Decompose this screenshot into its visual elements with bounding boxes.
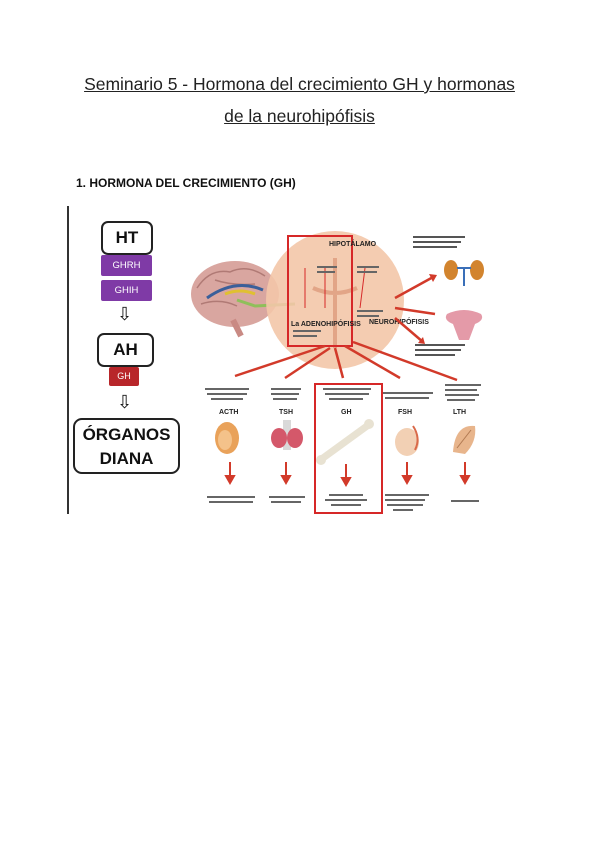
hormone-labels: ACTH TSH GH FSH LTH: [219, 409, 466, 416]
bone-illustration: [316, 419, 374, 465]
ah-box: AH: [97, 333, 154, 367]
hormone-label-lth: LTH: [453, 409, 466, 416]
hormone-label-gh: GH: [341, 409, 352, 416]
testis-illustration: [395, 425, 419, 456]
brain-illustration: [191, 261, 296, 338]
hormone-label-acth: ACTH: [219, 409, 238, 416]
document-title-line2: de la neurohipófisis: [224, 106, 375, 126]
section-heading: 1. HORMONA DEL CRECIMIENTO (GH): [76, 176, 296, 190]
gh-box: GH: [109, 367, 139, 386]
organos-label: ÓRGANOS: [82, 425, 171, 444]
hormone-arrows: [234, 340, 458, 382]
down-arrow-icon: ⇩: [117, 392, 133, 412]
effect-arrows: [224, 462, 471, 488]
ghih-box: GHIH: [101, 280, 152, 301]
breast-illustration: [453, 425, 476, 454]
document-title-line1: Seminario 5 - Hormona del crecimiento GH…: [84, 74, 515, 94]
gh-column-frame: [314, 383, 383, 514]
hipotalamo-label: HIPOTÁLAMO: [329, 239, 377, 248]
adenohipofisis-label: La ADENOHIPÓFISIS: [291, 319, 361, 328]
left-margin-bar: [67, 206, 69, 514]
uterus-illustration: [445, 310, 483, 340]
hormone-label-tsh: TSH: [279, 409, 293, 416]
adrenal-gland-illustration: [215, 422, 239, 454]
hypothalamus-frame: [287, 235, 353, 347]
ghrh-box: GHRH: [101, 255, 152, 276]
organos-diana-box: ÓRGANOS DIANA: [73, 418, 180, 474]
ht-box: HT: [101, 221, 153, 255]
pituitary-hormones-figure: HIPOTÁLAMO La ADENOHIPÓFISIS NEUROHIPÓFI…: [191, 231, 484, 514]
diana-label: DIANA: [99, 449, 154, 468]
kidney-illustration: [444, 260, 484, 286]
thyroid-illustration: [271, 420, 303, 450]
hormone-label-fsh: FSH: [398, 409, 412, 416]
down-arrow-icon: ⇩: [117, 304, 133, 324]
